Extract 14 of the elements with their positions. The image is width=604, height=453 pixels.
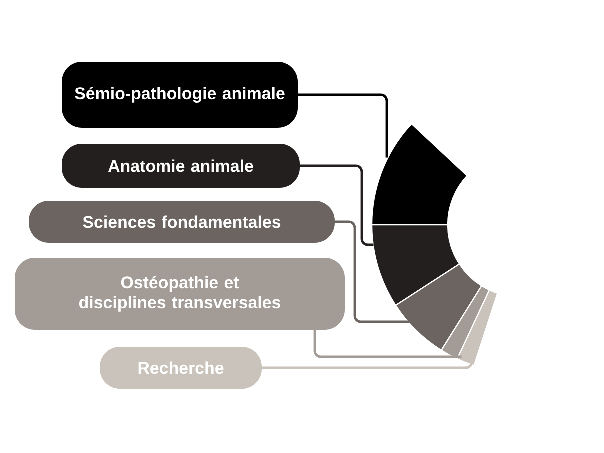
chart-sector — [395, 264, 482, 352]
connector-line — [335, 220, 410, 324]
connector-line — [314, 330, 462, 358]
chart-sector — [371, 224, 460, 306]
chart-sector — [440, 285, 490, 360]
label-pill: Recherche — [100, 346, 262, 389]
chart-sector — [371, 123, 468, 226]
label-pill: Ostéopathie et disciplines transversales — [15, 258, 345, 330]
label-pill: Anatomie animale — [62, 144, 300, 188]
connector-line — [298, 94, 388, 158]
label-pill: Sciences fondamentales — [29, 200, 335, 243]
label-pill: Sémio-pathologie animale — [62, 62, 298, 128]
chart-sector — [456, 290, 498, 366]
connector-line — [300, 164, 374, 246]
